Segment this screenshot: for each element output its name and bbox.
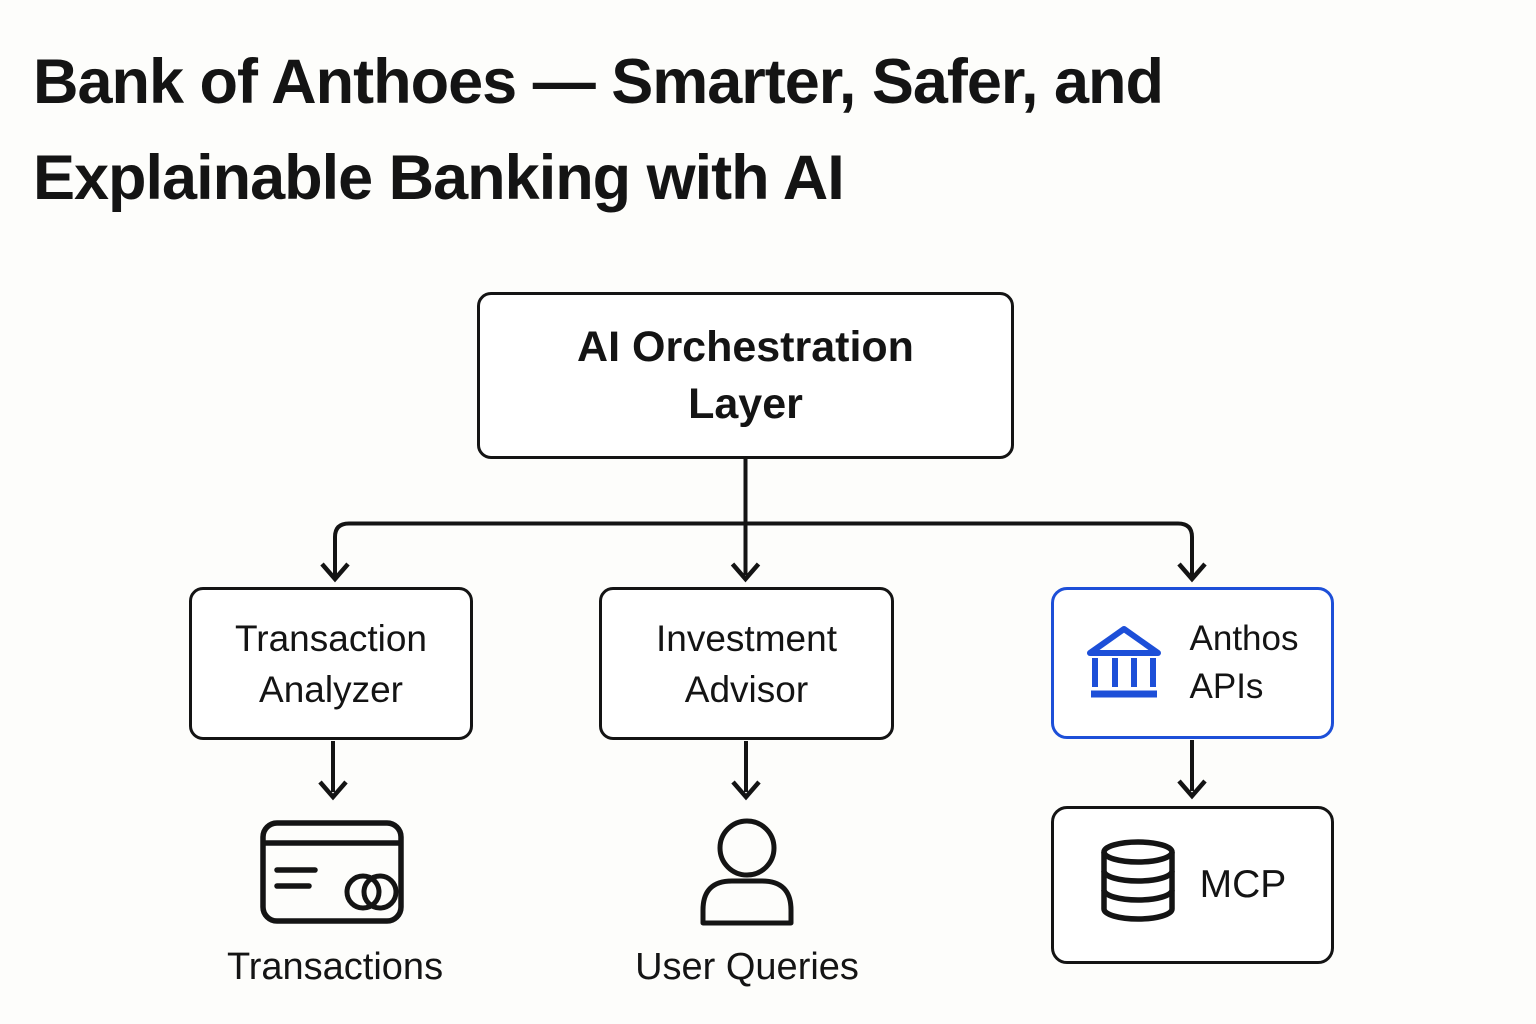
arrowhead-to-transactions [318,780,348,801]
title-line-1: Bank of Anthoes — Smarter, Safer, and [33,47,1164,117]
connector-branch-bracket [333,521,1194,576]
node-label-line: Anthos [1189,619,1299,658]
page-title: Bank of Anthoes — Smarter, Safer, and Ex… [33,34,1164,226]
node-label: Anthos APIs [1190,615,1299,711]
arrowhead-to-investment-advisor [730,562,761,583]
node-label-line: AI Orchestration [577,322,914,371]
user-queries-label: User Queries [635,946,859,988]
bank-icon [1086,625,1161,701]
transactions-label: Transactions [226,946,444,988]
node-label-line: Layer [688,379,803,428]
arrowhead-to-user-queries [731,780,761,801]
node-label-line: APIs [1189,667,1264,706]
node-label: MCP [1199,863,1287,906]
node-anthos-apis: Anthos APIs [1051,587,1334,739]
node-label-line: Analyzer [259,668,403,710]
title-line-2: Explainable Banking with AI [33,143,845,213]
node-investment-advisor: Investment Advisor [599,587,894,740]
node-label-line: Advisor [684,668,809,710]
user-icon [699,817,795,927]
node-label-line: Investment [656,617,837,659]
arrowhead-to-anthos-apis [1177,562,1207,583]
node-label-line: Transaction [235,617,427,659]
node-ai-orchestration-layer: AI Orchestration Layer [477,292,1014,459]
node-transaction-analyzer: Transaction Analyzer [189,587,473,740]
credit-card-icon [260,820,404,924]
arrowhead-to-transaction-analyzer [320,562,350,583]
database-icon [1099,839,1177,931]
arrowhead-to-mcp [1177,779,1207,800]
node-mcp: MCP [1051,806,1334,964]
